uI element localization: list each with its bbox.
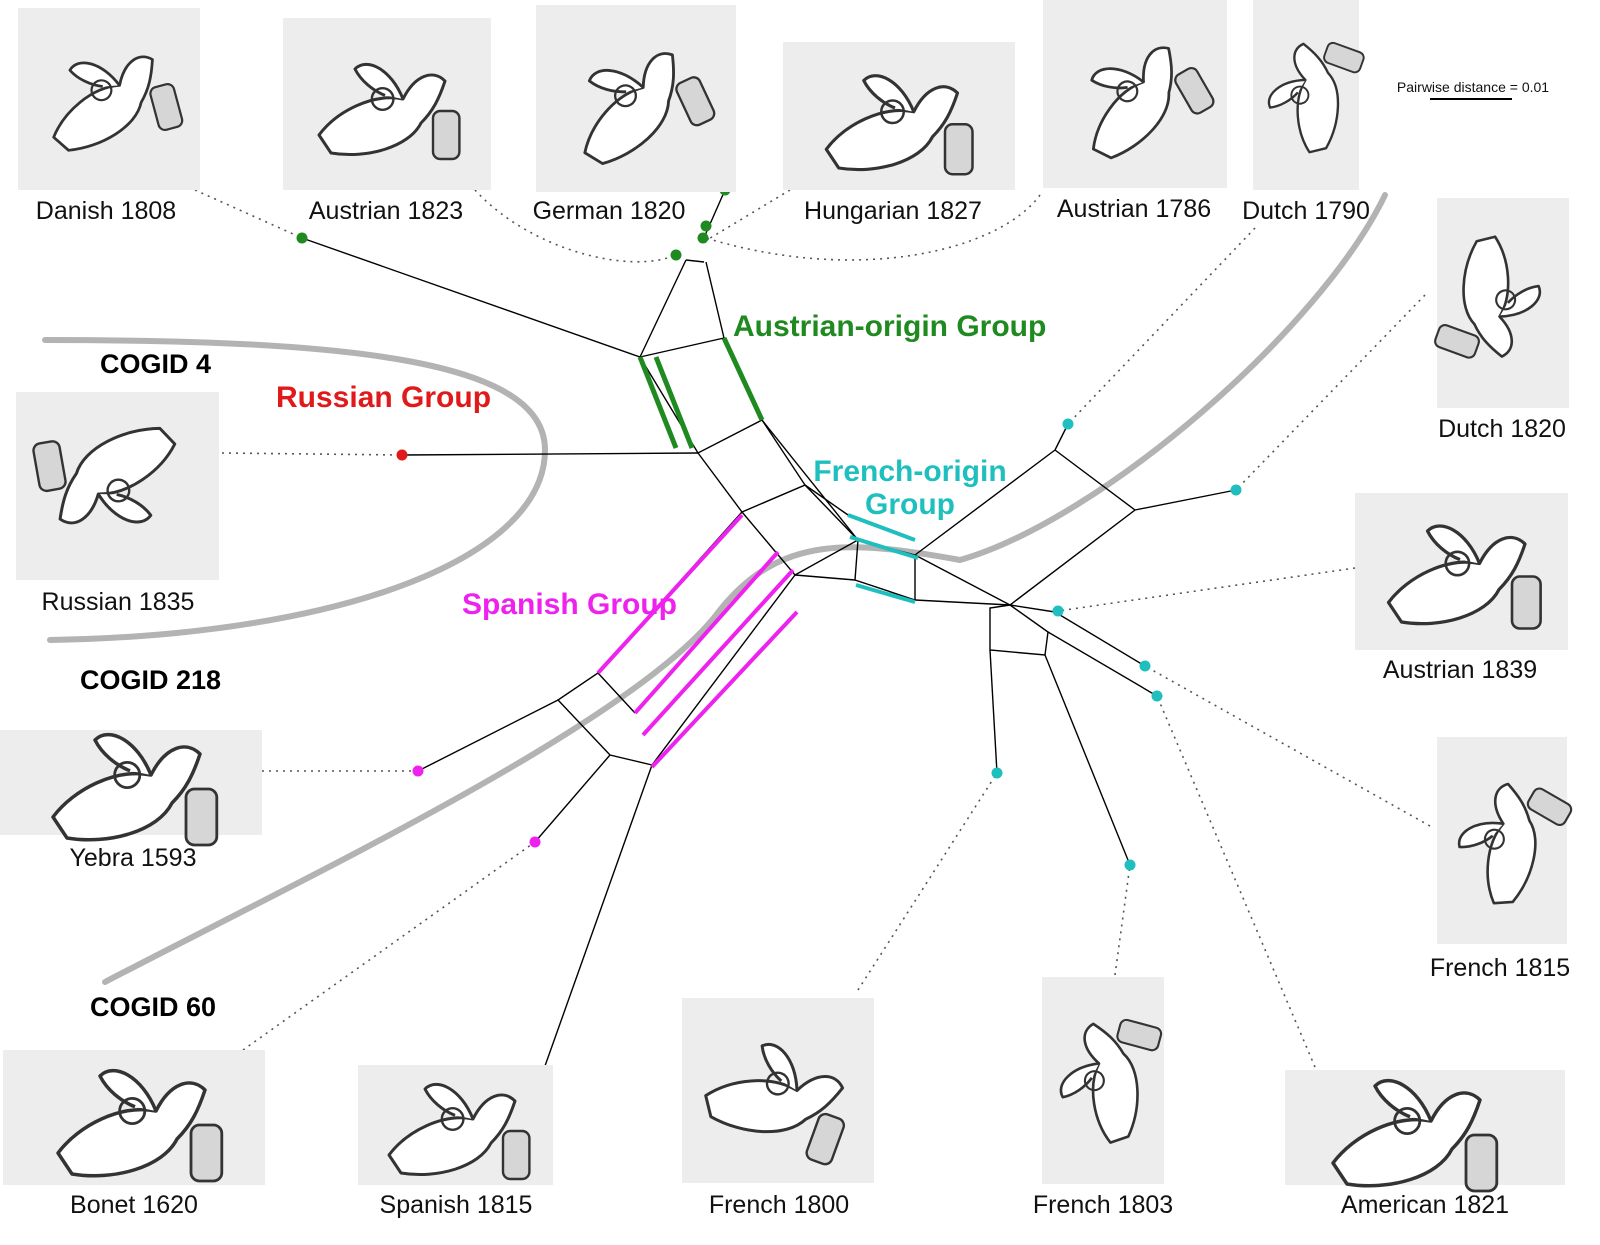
taxon-label-french-1815: French 1815	[1430, 954, 1570, 982]
russian-group-label: Russian Group	[276, 381, 491, 414]
taxon-label-dutch-1790: Dutch 1790	[1242, 197, 1370, 225]
spanish-group-edges	[596, 513, 799, 769]
french-group-label-line2: Group	[865, 488, 955, 521]
spanish-group-label: Spanish Group	[462, 588, 677, 621]
taxon-label-french-1800: French 1800	[709, 1191, 849, 1219]
taxon-label-french-1803: French 1803	[1033, 1191, 1173, 1219]
taxon-label-dutch-1820: Dutch 1820	[1438, 415, 1566, 443]
thumb-american-1821	[1285, 1070, 1565, 1193]
taxon-label-russian-1835: Russian 1835	[42, 588, 195, 616]
taxon-label-american-1821: American 1821	[1341, 1191, 1509, 1219]
thumb-yebra-1593	[0, 730, 262, 847]
thumb-russian-1835	[16, 392, 219, 580]
taxon-label-spanish-1815: Spanish 1815	[380, 1191, 533, 1219]
taxon-label-german-1820: German 1820	[533, 197, 686, 225]
austrian-group-label: Austrian-origin Group	[733, 310, 1046, 343]
thumb-austrian-1839	[1355, 493, 1568, 650]
thumb-french-1803	[1042, 977, 1164, 1184]
austrian-group-edges	[637, 336, 765, 449]
thumb-hungarian-1827	[783, 42, 1015, 190]
thumb-spanish-1815	[358, 1065, 553, 1185]
thumb-dutch-1790	[1253, 0, 1367, 190]
french-group-edges	[847, 513, 919, 604]
taxa-dots	[296, 184, 1242, 1086]
cogid-4-label: COGID 4	[100, 349, 211, 379]
thumb-french-1815	[1437, 737, 1575, 944]
thumb-bonet-1620	[3, 1050, 265, 1185]
cogid-218-boundary	[102, 192, 1388, 985]
taxon-label-austrian-1823: Austrian 1823	[309, 197, 463, 225]
cogid-60-label: COGID 60	[90, 992, 216, 1022]
thumb-french-1800	[682, 998, 874, 1183]
thumb-austrian-1786	[1043, 0, 1227, 188]
cogid-4-boundary	[42, 337, 549, 643]
scale-label: Pairwise distance = 0.01	[1397, 79, 1549, 95]
french-group-label-line1: French-origin	[813, 455, 1006, 488]
taxon-label-austrian-1786: Austrian 1786	[1057, 195, 1211, 223]
cogid-218-label: COGID 218	[80, 665, 221, 695]
leader-lines	[194, 189, 1431, 1068]
taxon-label-austrian-1839: Austrian 1839	[1383, 656, 1537, 684]
taxon-label-bonet-1620: Bonet 1620	[70, 1191, 198, 1219]
thumb-austrian-1823	[283, 18, 491, 190]
thumb-dutch-1820	[1432, 198, 1569, 408]
taxon-label-yebra-1593: Yebra 1593	[70, 844, 197, 872]
taxon-label-danish-1808: Danish 1808	[36, 197, 176, 225]
thumb-danish-1808	[18, 8, 200, 190]
taxon-label-hungarian-1827: Hungarian 1827	[804, 197, 982, 225]
thumb-german-1820	[536, 5, 736, 192]
